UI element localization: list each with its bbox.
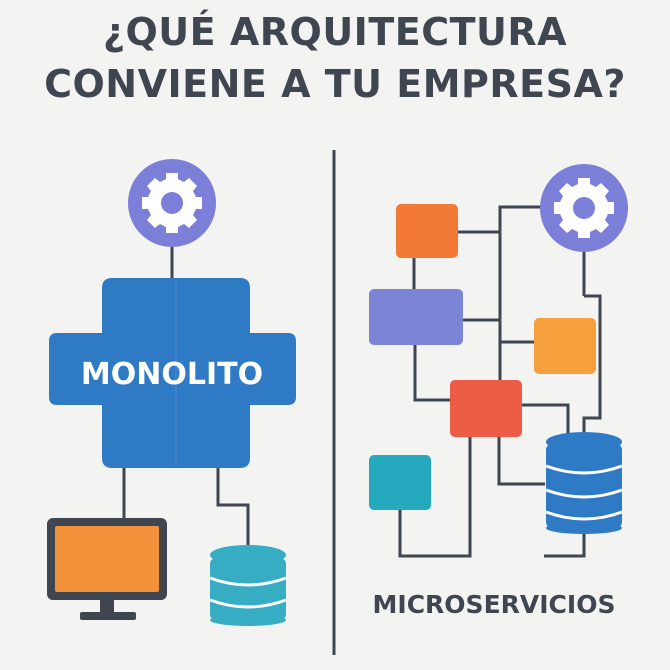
microservices-label: MICROSERVICIOS [373,590,616,619]
monolith-label: MONOLITO [81,357,263,392]
microservice-box-orange [396,204,458,258]
microservice-box-amber [534,318,596,374]
microservice-box-red [450,380,522,437]
title-line-1: ¿QUÉ ARQUITECTURA [102,10,568,54]
gear-icon [142,173,202,233]
title-line-2: CONVIENE A TU EMPRESA? [44,62,626,106]
database-icon [209,545,287,626]
monolith-block [49,278,296,468]
database-icon [545,432,623,534]
page-title: ¿QUÉ ARQUITECTURA CONVIENE A TU EMPRESA? [0,6,670,110]
gear-icon [554,178,614,238]
microservice-box-teal [369,455,431,510]
microservice-box-purple [369,289,463,345]
monitor-icon [47,518,167,620]
microservice-connectors [398,205,602,558]
